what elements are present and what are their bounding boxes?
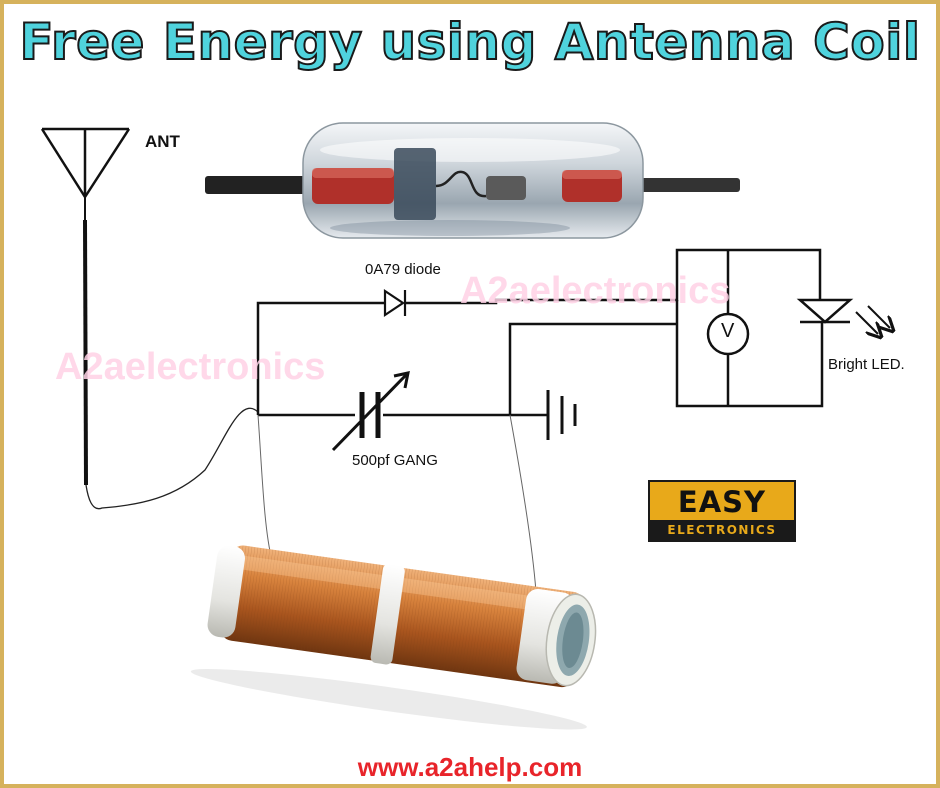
- capacitor-label: 500pf GANG: [352, 452, 438, 469]
- page-title: Free Energy using Antenna Coil: [18, 12, 921, 72]
- ground-symbol: [510, 390, 577, 440]
- variable-capacitor-symbol: [331, 371, 410, 452]
- led-label: Bright LED.: [828, 356, 905, 373]
- diode-photo: [205, 122, 740, 239]
- easy-electronics-logo: EASY ELECTRONICS: [648, 480, 796, 542]
- coil-photo: [190, 545, 597, 730]
- antenna-wire: [85, 407, 259, 510]
- light-arrows-icon: [855, 305, 890, 334]
- led-symbol: [796, 298, 854, 324]
- watermark: A2aelectronics: [55, 346, 326, 388]
- antenna-label: ANT: [145, 132, 180, 151]
- logo-top-text: EASY: [677, 485, 767, 519]
- watermark: A2aelectronics: [460, 270, 731, 312]
- voltmeter-symbol: [706, 312, 750, 356]
- diode-symbol: [383, 288, 407, 318]
- antenna-symbol: [40, 127, 131, 486]
- footer-url: www.a2ahelp.com: [357, 752, 583, 782]
- circuit-wires: [256, 248, 824, 417]
- coil-leads: [257, 414, 537, 593]
- voltmeter-label: V: [721, 320, 735, 342]
- diode-label: 0A79 diode: [365, 261, 441, 278]
- logo-bottom-text: ELECTRONICS: [650, 520, 794, 540]
